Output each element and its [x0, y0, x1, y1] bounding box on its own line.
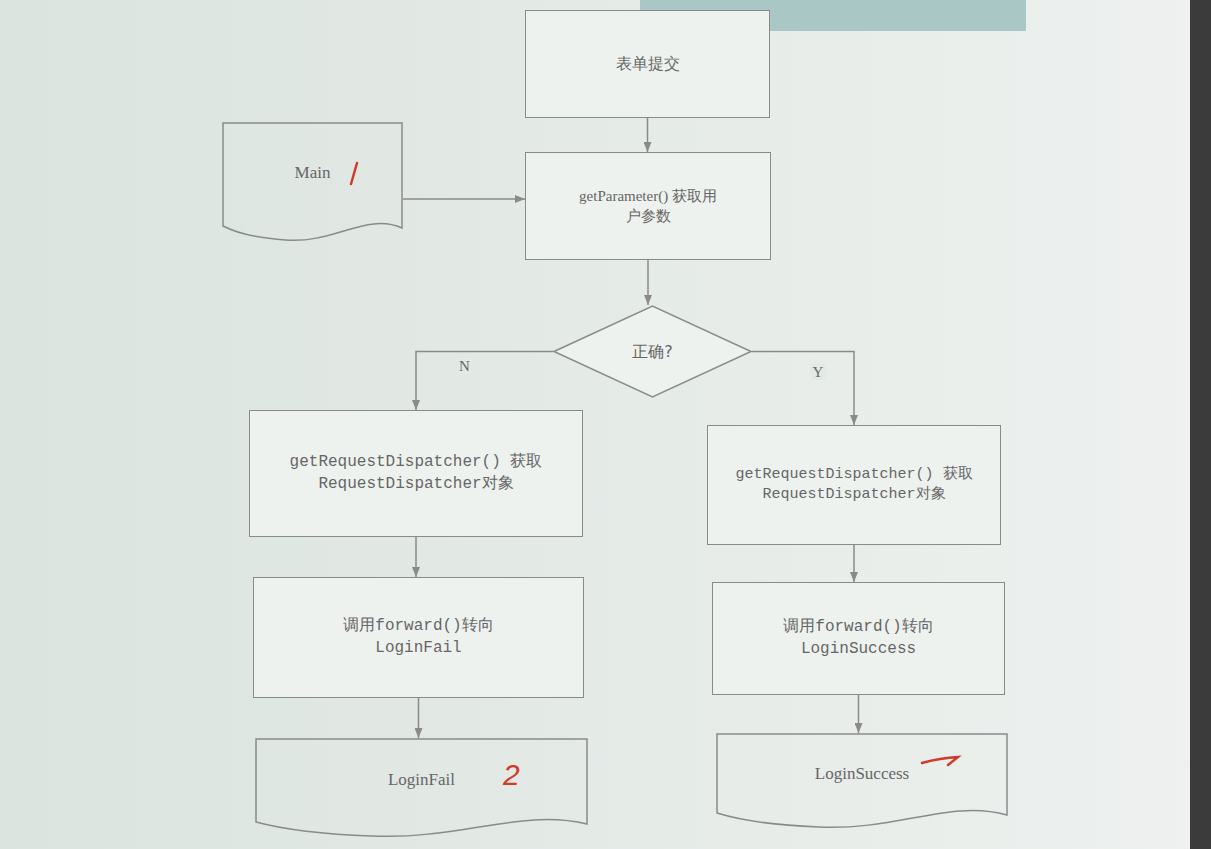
screen-edge [1190, 0, 1211, 849]
document-outline [223, 123, 402, 240]
flow-arrow [647, 260, 649, 305]
flow-arrow [853, 545, 855, 582]
node-text: 调用forward()转向 LoginSuccess [749, 617, 969, 660]
branch-label: Y [811, 364, 826, 381]
decision-diamond: 正确? [553, 305, 752, 398]
process-box: getRequestDispatcher() 获取RequestDispatch… [707, 425, 1001, 545]
process-box: 表单提交 [525, 10, 770, 118]
node-text: getRequestDispatcher() 获取RequestDispatch… [261, 452, 571, 495]
flow-arrow [858, 695, 860, 733]
flow-arrow [403, 198, 525, 200]
document-outline [255, 738, 588, 842]
red-dash [922, 757, 958, 765]
process-box: getRequestDispatcher() 获取RequestDispatch… [249, 410, 583, 537]
flow-arrow [752, 352, 854, 426]
document-box: LoginSuccess [716, 733, 1008, 833]
flow-arrow [647, 118, 649, 152]
node-text: Main [295, 162, 331, 185]
node-text: LoginFail [388, 769, 455, 792]
node-text: 正确? [632, 341, 673, 363]
diamond-outline [554, 306, 751, 397]
document-outline [256, 739, 587, 836]
node-text: getRequestDispatcher() 获取RequestDispatch… [719, 465, 989, 506]
process-box: 调用forward()转向 LoginFail [253, 577, 584, 698]
document-outline [717, 734, 1007, 827]
process-box: 调用forward()转向 LoginSuccess [712, 582, 1005, 695]
flow-arrow [416, 352, 553, 411]
document-outline [716, 733, 1008, 833]
node-text: 调用forward()转向 LoginFail [319, 616, 519, 659]
document-box: Main [222, 122, 403, 246]
process-box: getParameter() 获取用户参数 [525, 152, 771, 260]
node-text: LoginSuccess [815, 763, 909, 786]
flow-arrow [418, 698, 420, 738]
red-tick [351, 163, 357, 184]
node-text: 表单提交 [616, 53, 680, 75]
document-box: LoginFail [255, 738, 588, 842]
branch-label: N [457, 358, 472, 375]
node-text: getParameter() 获取用户参数 [573, 186, 723, 227]
callout-number: 2 [503, 760, 520, 790]
flow-arrow [415, 537, 417, 577]
document-outline [222, 122, 403, 246]
